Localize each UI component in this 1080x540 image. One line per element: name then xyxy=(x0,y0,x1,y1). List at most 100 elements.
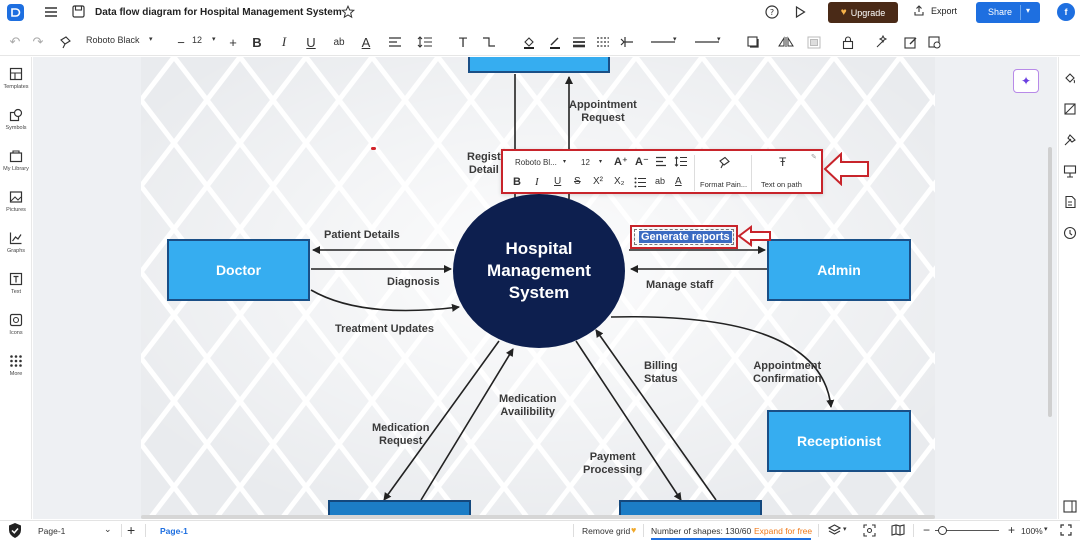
chevron-down-icon[interactable]: ▾ xyxy=(563,159,567,165)
panel-toggle-icon[interactable] xyxy=(1063,500,1077,513)
chevron-down-icon[interactable]: ▾ xyxy=(673,36,677,43)
sidebar-item-icons[interactable]: Icons xyxy=(0,313,32,349)
connector-payment-processing[interactable] xyxy=(575,340,682,501)
style-panel-icon[interactable] xyxy=(1063,102,1077,116)
avatar[interactable]: f xyxy=(1057,3,1075,21)
line-start-icon[interactable] xyxy=(650,33,676,51)
replace-shape-icon[interactable] xyxy=(926,33,944,51)
sidebar-item-my-library[interactable]: My Library xyxy=(0,149,32,185)
arrow-style-icon[interactable] xyxy=(618,33,636,51)
top-process-box[interactable] xyxy=(468,57,610,73)
sidebar-item-symbols[interactable]: Symbols xyxy=(0,108,32,144)
line-end-icon[interactable] xyxy=(694,33,720,51)
diagram-page[interactable]: Hospital Management System Doctor Admin … xyxy=(141,57,935,519)
connector-icon[interactable] xyxy=(480,33,498,51)
format-painter-label[interactable]: Format Pain... xyxy=(700,180,748,189)
font-color-icon[interactable]: A xyxy=(361,34,371,50)
font-family-select[interactable]: Roboto Black xyxy=(86,35,140,45)
connector-medication-availability[interactable] xyxy=(420,348,514,501)
fill-icon[interactable] xyxy=(520,33,538,51)
group-icon[interactable] xyxy=(805,33,823,51)
line-color-icon[interactable] xyxy=(546,33,564,51)
sidebar-item-more[interactable]: More xyxy=(0,354,32,390)
bottom-right-box[interactable] xyxy=(619,500,762,519)
book-view-icon[interactable] xyxy=(891,524,905,536)
zoom-out-icon[interactable]: − xyxy=(923,523,931,537)
subscript-icon[interactable]: X₂ xyxy=(614,176,625,187)
popup-font-color-icon[interactable]: A xyxy=(675,176,682,187)
shield-icon[interactable] xyxy=(7,522,23,539)
popup-strikethrough-icon[interactable]: S xyxy=(574,176,581,187)
star-icon[interactable] xyxy=(341,5,355,19)
sidebar-item-pictures[interactable]: Pictures xyxy=(0,190,32,226)
decrease-font-icon[interactable]: − xyxy=(177,34,185,50)
app-logo[interactable] xyxy=(7,4,24,21)
popup-italic-icon[interactable]: I xyxy=(535,176,539,188)
sidebar-item-graphs[interactable]: Graphs xyxy=(0,231,32,267)
fill-panel-icon[interactable] xyxy=(1063,71,1077,85)
zoom-level[interactable]: 100% xyxy=(1021,526,1043,536)
pin-icon[interactable]: ✎ xyxy=(811,154,817,161)
document-title[interactable]: Data flow diagram for Hospital Managemen… xyxy=(95,7,342,18)
brush-panel-icon[interactable] xyxy=(1063,133,1077,147)
connector-billing-status[interactable] xyxy=(595,329,717,501)
central-process-circle[interactable] xyxy=(453,194,625,348)
font-size-input[interactable]: 12 xyxy=(192,35,203,45)
chevron-down-icon[interactable]: ▾ xyxy=(717,36,721,43)
grow-font-icon[interactable]: A⁺ xyxy=(614,156,628,168)
line-weight-icon[interactable] xyxy=(570,33,588,51)
horizontal-scrollbar[interactable] xyxy=(141,515,935,519)
popup-align-icon[interactable] xyxy=(655,156,667,167)
text-on-path-icon[interactable]: Ŧ xyxy=(779,155,787,169)
menu-icon[interactable] xyxy=(44,6,58,18)
ai-assistant-button[interactable]: ✦ xyxy=(1013,69,1039,93)
export-button[interactable]: Export xyxy=(913,5,957,17)
zoom-slider-track[interactable] xyxy=(935,530,999,531)
format-painter-icon[interactable] xyxy=(718,156,731,169)
chevron-down-icon[interactable]: ▾ xyxy=(149,36,153,43)
redo-icon[interactable]: ↷ xyxy=(32,34,44,49)
popup-font-select[interactable]: Roboto Bl... xyxy=(515,158,557,167)
shrink-font-icon[interactable]: A⁻ xyxy=(635,156,649,168)
upgrade-button[interactable]: ♥ Upgrade xyxy=(828,2,898,23)
tab-page-1[interactable]: Page-1 xyxy=(160,526,188,536)
receptionist-entity[interactable]: Receptionist xyxy=(767,410,911,472)
undo-icon[interactable]: ↶ xyxy=(9,34,21,49)
popup-spacing-icon[interactable] xyxy=(674,156,688,167)
vertical-scrollbar[interactable] xyxy=(1048,147,1052,417)
admin-entity[interactable]: Admin xyxy=(767,239,911,301)
expand-link[interactable]: Expand for free xyxy=(754,526,813,536)
text-selection-frame[interactable] xyxy=(634,229,734,245)
selected-label-generate-reports[interactable]: Generate reports xyxy=(639,231,732,243)
fit-page-icon[interactable] xyxy=(863,524,876,537)
format-painter-icon[interactable] xyxy=(56,33,74,51)
zoom-slider-handle[interactable] xyxy=(938,526,947,535)
connector-medication-request[interactable] xyxy=(383,340,500,501)
chevron-down-icon[interactable]: ▾ xyxy=(212,36,216,43)
popup-underline-icon[interactable]: U xyxy=(554,176,562,187)
help-icon[interactable]: ? xyxy=(765,5,779,19)
text-on-path-label[interactable]: Text on path xyxy=(761,180,802,189)
share-button[interactable]: Share ▾ xyxy=(976,2,1040,23)
layers-icon[interactable] xyxy=(828,524,841,536)
save-icon[interactable] xyxy=(72,5,85,18)
add-page-icon[interactable]: + xyxy=(127,522,136,538)
dash-style-icon[interactable] xyxy=(594,33,612,51)
line-spacing-icon[interactable] xyxy=(416,33,434,51)
lock-icon[interactable] xyxy=(839,33,857,51)
bold-icon[interactable]: B xyxy=(252,34,262,50)
align-icon[interactable] xyxy=(386,33,404,51)
chevron-down-icon[interactable]: ⌄ xyxy=(104,524,112,534)
history-icon[interactable] xyxy=(1063,226,1077,240)
fullscreen-icon[interactable] xyxy=(1060,524,1072,536)
flip-icon[interactable] xyxy=(777,33,795,51)
increase-font-icon[interactable]: + xyxy=(229,34,237,50)
sidebar-item-text[interactable]: Text xyxy=(0,272,32,308)
popup-case-icon[interactable]: ab xyxy=(655,176,666,186)
popup-font-size[interactable]: 12 xyxy=(581,158,590,167)
superscript-icon[interactable]: X² xyxy=(593,176,603,187)
italic-icon[interactable]: I xyxy=(281,34,287,49)
present-panel-icon[interactable] xyxy=(1063,164,1077,178)
remove-grid-button[interactable]: Remove grid xyxy=(582,526,631,536)
connector-treatment-updates[interactable] xyxy=(310,289,460,312)
